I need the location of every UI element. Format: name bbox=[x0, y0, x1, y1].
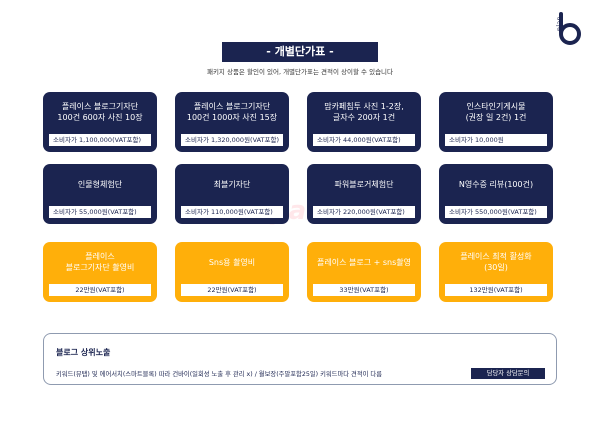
consult-button[interactable]: 담당자 상담문의 bbox=[471, 368, 545, 379]
price-card: 인물형체험단 소비자가 55,000원(VAT포함) bbox=[43, 164, 157, 224]
card-price: 33만원(VAT포함) bbox=[313, 284, 415, 296]
card-price: 소비자가 550,000원(VAT포함) bbox=[445, 206, 547, 218]
price-card-highlight: 플레이스 블로그 + sns촬영 33만원(VAT포함) bbox=[307, 242, 421, 302]
card-name: 인스타인기게시물 (권장 일 2건) 1건 bbox=[465, 102, 527, 122]
price-card: 최블기자단 소비자가 110,000원(VAT포함) bbox=[175, 164, 289, 224]
price-card-highlight: Sns용 촬영비 22만원(VAT포함) bbox=[175, 242, 289, 302]
card-name: N영수증 리뷰(100건) bbox=[458, 179, 534, 189]
card-price: 22만원(VAT포함) bbox=[181, 284, 283, 296]
logo-text: plan bbox=[555, 16, 563, 31]
brand-logo: plan bbox=[554, 10, 582, 46]
card-price: 소비자가 1,100,000(VAT포함) bbox=[49, 134, 151, 146]
card-price: 소비자가 110,000원(VAT포함) bbox=[181, 206, 283, 218]
page-title: - 개별단가표 - bbox=[222, 42, 378, 62]
price-card-highlight: 플레이스 블로그기자단 촬영비 22만원(VAT포함) bbox=[43, 242, 157, 302]
card-name: 플레이스 블로그기자단 100건 1000자 사진 15장 bbox=[186, 102, 278, 122]
card-price: 소비자가 55,000원(VAT포함) bbox=[49, 206, 151, 218]
card-price: 소비자가 44,000원(VAT포함) bbox=[313, 134, 415, 146]
card-price: 소비자가 220,000원(VAT포함) bbox=[313, 206, 415, 218]
card-name: 파워블로거체험단 bbox=[334, 179, 394, 189]
price-card: 인스타인기게시물 (권장 일 2건) 1건 소비자가 10,000원 bbox=[439, 92, 553, 152]
card-name: Sns용 촬영비 bbox=[208, 257, 256, 267]
section-title: 블로그 상위노출 bbox=[56, 348, 111, 357]
price-card: 맘카페침투 사진 1-2장, 글자수 200자 1건 소비자가 44,000원(… bbox=[307, 92, 421, 152]
price-card: N영수증 리뷰(100건) 소비자가 550,000원(VAT포함) bbox=[439, 164, 553, 224]
page-subtitle: 패키지 상품은 할인이 있어, 개별단가표는 견적이 상이할 수 있습니다 bbox=[206, 68, 394, 76]
card-price: 소비자가 10,000원 bbox=[445, 134, 547, 146]
card-name: 플레이스 블로그기자단 100건 600자 사진 10장 bbox=[57, 102, 143, 122]
card-price: 소비자가 1,320,000원(VAT포함) bbox=[181, 134, 283, 146]
card-name: 인물형체험단 bbox=[77, 179, 123, 189]
price-card: 플레이스 블로그기자단 100건 600자 사진 10장 소비자가 1,100,… bbox=[43, 92, 157, 152]
price-card: 플레이스 블로그기자단 100건 1000자 사진 15장 소비자가 1,320… bbox=[175, 92, 289, 152]
card-price: 132만원(VAT포함) bbox=[445, 284, 547, 296]
plan-b-logo-icon bbox=[559, 12, 581, 45]
price-card: 파워블로거체험단 소비자가 220,000원(VAT포함) bbox=[307, 164, 421, 224]
card-price: 22만원(VAT포함) bbox=[49, 284, 151, 296]
section-description: 키워드(뷰탭) 및 에어서치(스마트블록) 따라 건바이(일회성 노출 후 관리… bbox=[56, 371, 383, 378]
price-card-highlight: 플레이스 최적 활성화 (30일) 132만원(VAT포함) bbox=[439, 242, 553, 302]
card-name: 플레이스 블로그 + sns촬영 bbox=[317, 257, 411, 267]
card-name: 최블기자단 bbox=[213, 179, 251, 189]
card-name: 플레이스 블로그기자단 촬영비 bbox=[65, 252, 135, 272]
card-name: 플레이스 최적 활성화 (30일) bbox=[460, 252, 532, 272]
card-name: 맘카페침투 사진 1-2장, 글자수 200자 1건 bbox=[324, 102, 404, 122]
blog-top-exposure-box: 블로그 상위노출 키워드(뷰탭) 및 에어서치(스마트블록) 따라 건바이(일회… bbox=[43, 333, 557, 385]
